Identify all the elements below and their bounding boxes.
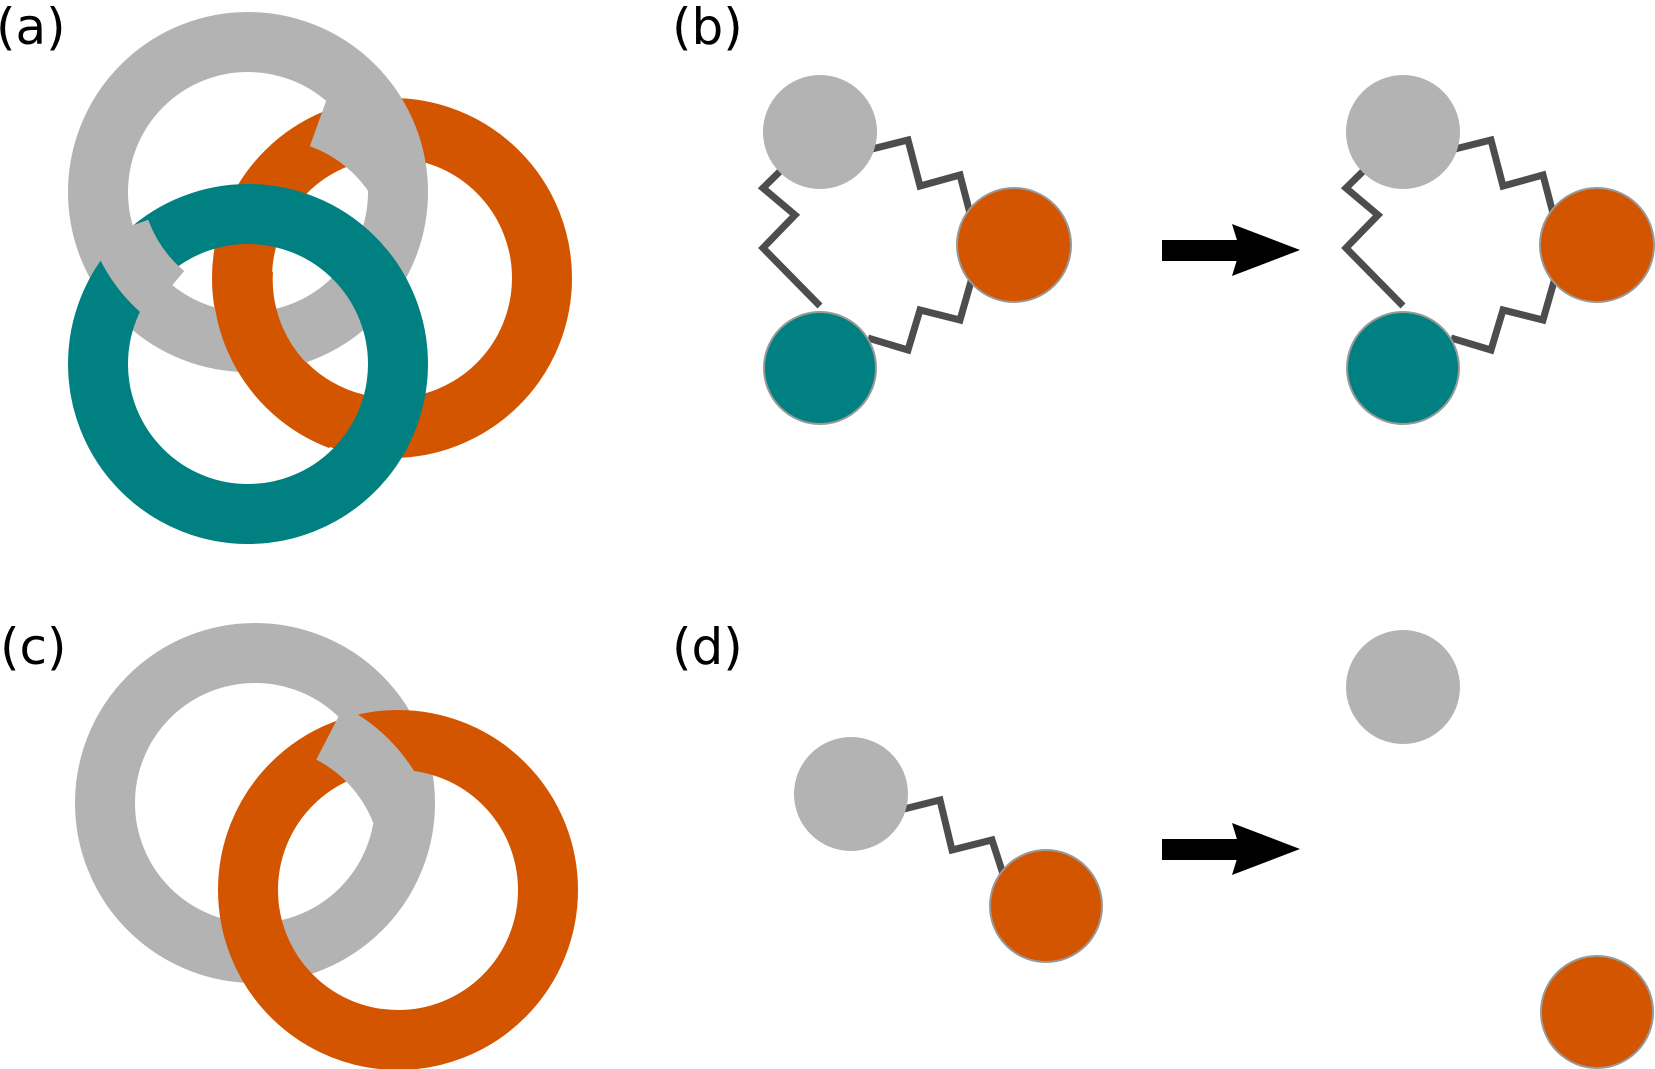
bead-gray-after (1346, 75, 1460, 189)
bead-orange-d (989, 849, 1103, 963)
panel-a-rings (68, 12, 572, 544)
panel-b-before (757, 75, 1072, 425)
panel-label-c: (c) (0, 618, 67, 676)
bead-orange-after (1539, 187, 1655, 303)
panel-b-after (1340, 75, 1655, 425)
arrow-shaft-d (1162, 839, 1242, 860)
panel-label-a: (a) (0, 0, 66, 56)
ring-orange-c (218, 710, 578, 1069)
panel-c-rings (75, 623, 578, 1069)
arrow-head-d (1232, 823, 1300, 875)
bead-orange (956, 187, 1072, 303)
arrow-head (1232, 224, 1300, 276)
bead-orange-d-after (1540, 955, 1654, 1069)
ring-orange-over-segment (212, 268, 352, 449)
ring-gray-c-over (315, 706, 433, 831)
arrow-d (1162, 823, 1300, 875)
ring-gray-over-segment (309, 89, 424, 199)
panel-label-b: (b) (672, 0, 743, 56)
bead-gray-d (794, 737, 908, 851)
arrow-b (1162, 224, 1300, 276)
panel-d-before (794, 737, 1103, 963)
bead-gray (763, 75, 877, 189)
panel-d-after (1346, 630, 1654, 1069)
bead-teal (763, 311, 877, 425)
ring-teal (68, 184, 428, 544)
bead-gray-d-after (1346, 630, 1460, 744)
panel-label-d: (d) (672, 618, 743, 676)
arrow-shaft (1162, 240, 1242, 261)
bead-teal-after (1346, 311, 1460, 425)
ring-gray-over-teal (91, 218, 185, 318)
